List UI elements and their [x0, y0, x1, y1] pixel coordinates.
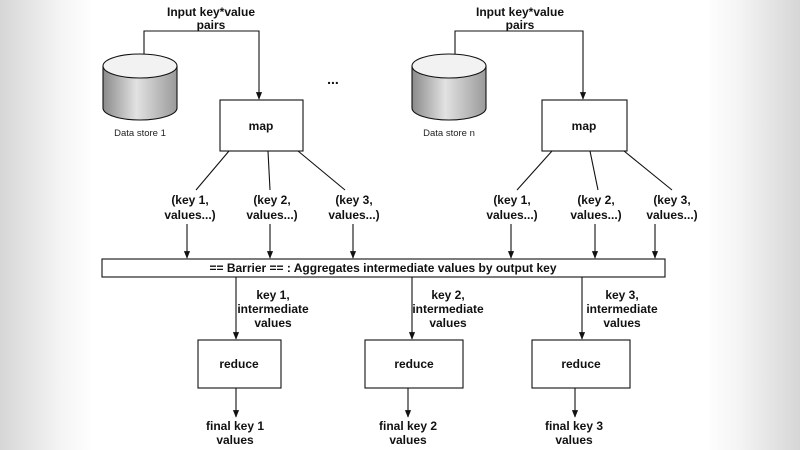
barrier-bar	[101, 258, 666, 278]
ellipsis: ...	[327, 71, 339, 87]
pair-right-2-line1: (key 2,	[577, 193, 614, 207]
map-label-right: map	[572, 119, 597, 133]
reduce-label-3: reduce	[561, 357, 601, 371]
final-2-line1: final key 2	[379, 419, 437, 433]
intermediate-2-line2: intermediate	[412, 302, 484, 316]
intermediate-1-line1: key 1,	[256, 288, 289, 302]
pair-left-1-line2: values...)	[164, 208, 215, 222]
reduce-label-2: reduce	[394, 357, 434, 371]
pair-right-1-line1: (key 1,	[493, 193, 530, 207]
map-label-left: map	[249, 119, 274, 133]
pair-left-3-line2: values...)	[328, 208, 379, 222]
final-3-line1: final key 3	[545, 419, 603, 433]
barrier-label: == Barrier == : Aggregates intermediate …	[209, 261, 556, 275]
edge-map-left-key2	[267, 150, 271, 191]
edge-map-right-key1	[516, 150, 553, 191]
pair-left-2-line1: (key 2,	[253, 193, 290, 207]
map-box-left	[219, 99, 304, 152]
input-label-right-line1: Input key*value	[476, 5, 564, 19]
data-store-left-label: Data store 1	[114, 128, 166, 139]
final-1-line1: final key 1	[206, 419, 264, 433]
pair-right-2-line2: values...)	[570, 208, 621, 222]
edge-store-left-to-map	[143, 30, 263, 100]
reduce-box-3	[531, 339, 631, 389]
reduce-box-1	[197, 339, 282, 389]
reduce-box-2	[364, 339, 464, 389]
pair-left-1-line1: (key 1,	[171, 193, 208, 207]
input-label-left-line1: Input key*value	[167, 5, 255, 19]
intermediate-2-line1: key 2,	[431, 288, 464, 302]
intermediate-3-line2: intermediate	[586, 302, 658, 316]
pair-left-2-line2: values...)	[246, 208, 297, 222]
map-box-right	[541, 99, 628, 152]
input-label-right-line2: pairs	[506, 18, 535, 32]
pair-left-3-line1: (key 3,	[335, 193, 372, 207]
edge-store-right-to-map	[454, 30, 587, 100]
input-label-left-line2: pairs	[197, 18, 226, 32]
pair-right-1-line2: values...)	[486, 208, 537, 222]
intermediate-3-line3: values	[603, 316, 641, 330]
reduce-label-1: reduce	[219, 357, 259, 371]
pair-right-3-line2: values...)	[646, 208, 697, 222]
intermediate-1-line2: intermediate	[237, 302, 309, 316]
edge-map-left-key3	[297, 150, 346, 191]
intermediate-2-line3: values	[429, 316, 467, 330]
data-store-right	[411, 53, 487, 121]
data-store-right-label: Data store n	[423, 128, 475, 139]
edge-map-right-key2	[589, 150, 599, 191]
data-store-left	[102, 53, 178, 121]
final-2-line2: values	[389, 433, 427, 447]
intermediate-1-line3: values	[254, 316, 292, 330]
pair-right-3-line1: (key 3,	[653, 193, 690, 207]
final-1-line2: values	[216, 433, 254, 447]
final-3-line2: values	[555, 433, 593, 447]
edge-map-right-key3	[623, 150, 673, 191]
intermediate-3-line1: key 3,	[605, 288, 638, 302]
edge-map-left-key1	[195, 150, 230, 191]
